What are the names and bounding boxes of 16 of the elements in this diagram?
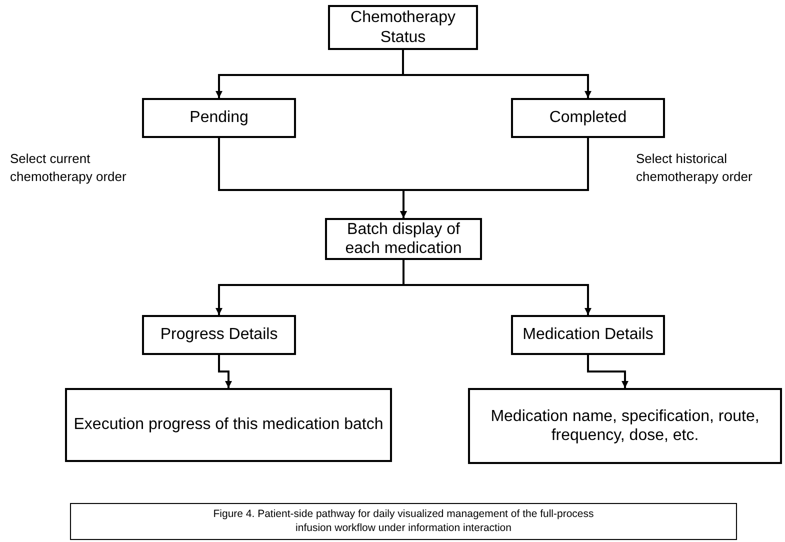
process-box: Execution progress of this medication batch bbox=[65, 388, 392, 462]
arrow bbox=[587, 355, 628, 388]
process-box: Completed bbox=[511, 98, 665, 138]
figure-caption: Figure 4. Patient-side pathway for daily visualized management of the full-process infusion workflow under information interaction bbox=[70, 503, 737, 540]
process-box: Chemotherapy Status bbox=[328, 5, 478, 50]
process-box: Medication Details bbox=[511, 315, 665, 355]
side-note: Select current chemotherapy order bbox=[10, 150, 128, 186]
process-box: Medication name, specification, route, frequency, dose, etc. bbox=[468, 388, 782, 464]
arrow bbox=[400, 138, 589, 218]
side-note: Select historical chemotherapy order bbox=[636, 150, 754, 186]
process-box: Batch display of each medication bbox=[325, 218, 482, 260]
process-box: Pending bbox=[142, 98, 296, 138]
arrow bbox=[402, 260, 592, 315]
arrow bbox=[218, 355, 232, 388]
process-box: Progress Details bbox=[142, 315, 296, 355]
arrow bbox=[402, 50, 592, 98]
